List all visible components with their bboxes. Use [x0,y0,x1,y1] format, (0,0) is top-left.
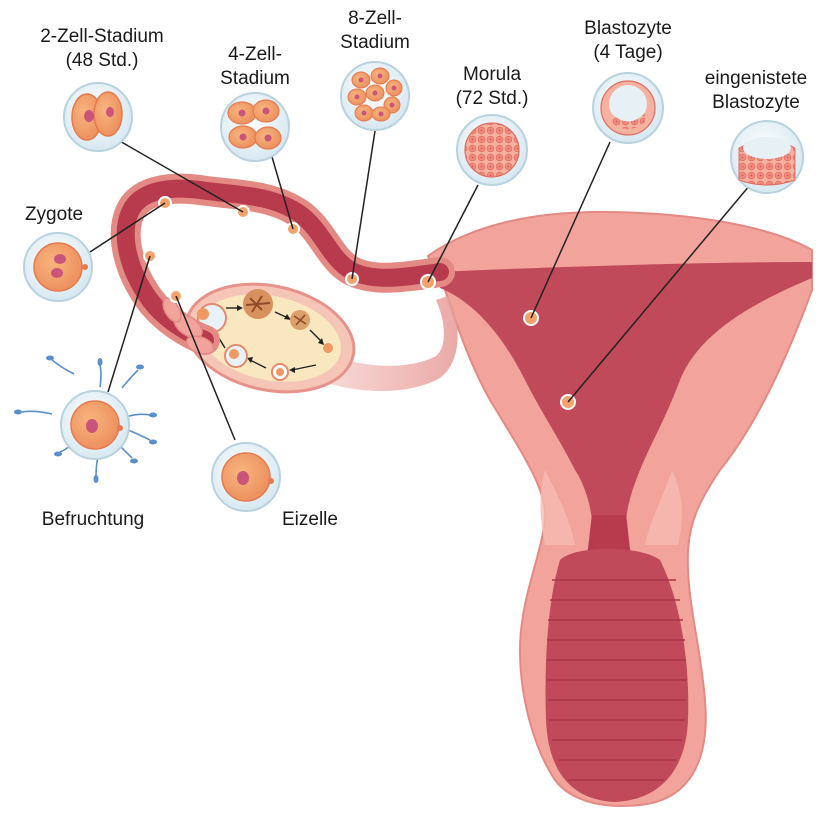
bubble-4cell [221,93,289,161]
label-8cell-line1: 8-Zell- [348,8,402,29]
uterus [428,212,812,806]
label-2cell-line2: (48 Std.) [66,50,139,71]
vaginal-canal [546,549,689,802]
bubble-fertilization [14,356,157,484]
marker-fertilization [144,250,156,262]
label-blastocyst-line2: (4 Tage) [593,42,662,63]
label-implanted-line1: eingenistete [705,68,807,89]
label-fertilization: Befruchtung [42,509,144,530]
bubble-blastocyst [593,73,663,143]
bubble-implanted-blastocyst [731,121,803,193]
label-2cell-line1: 2-Zell-Stadium [40,26,164,47]
leader-8cell [352,131,375,279]
label-oocyte: Eizelle [282,509,338,530]
bubble-morula [457,115,527,185]
label-4cell-line2: Stadium [220,68,290,89]
label-blastocyst-line1: Blastozyte [584,18,672,39]
label-morula-line2: (72 Std.) [456,88,529,109]
label-4cell-line1: 4-Zell- [228,44,282,65]
label-8cell-line2: Stadium [340,32,410,53]
bubble-8cell [341,62,409,130]
label-implanted-line2: Blastozyte [712,92,800,113]
primary-follicle-1 [323,343,333,353]
bubble-oocyte [212,443,280,511]
corpus-luteum [243,289,273,319]
corpus-albicans [290,310,310,330]
label-morula-line1: Morula [463,64,522,85]
bubble-2cell [64,83,132,151]
label-zygote: Zygote [25,204,83,225]
bubble-zygote [24,233,92,301]
tertiary-follicle [225,345,247,367]
secondary-follicle [272,364,288,380]
